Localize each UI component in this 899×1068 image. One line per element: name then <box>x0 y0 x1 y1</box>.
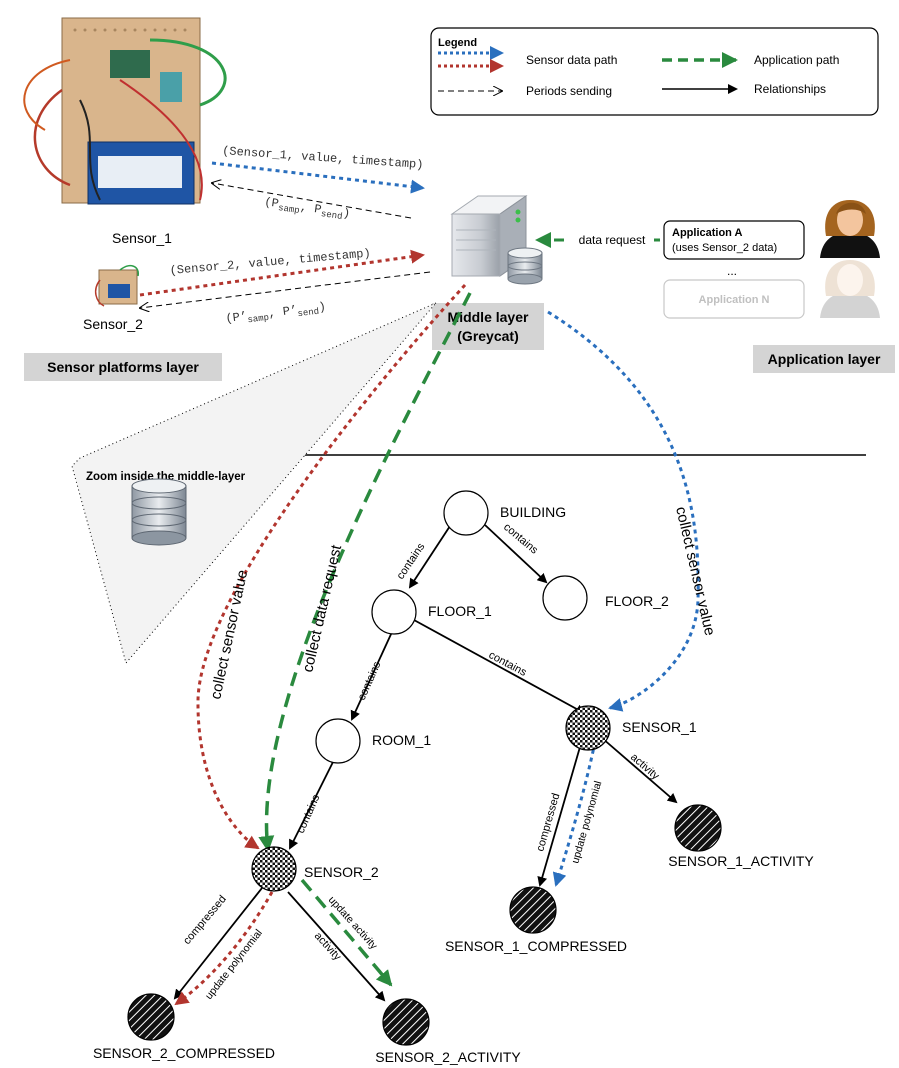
legend-sensor-data-path-label: Sensor data path <box>526 53 617 67</box>
node-building-label: BUILDING <box>500 504 566 520</box>
user-avatar-icon <box>820 200 880 258</box>
node-sensor-2-label: SENSOR_2 <box>304 864 379 880</box>
sensor-1-board-image <box>23 17 227 205</box>
edge-floor1-sensor1 <box>413 619 586 714</box>
node-sensor-1-activity-label: SENSOR_1_ACTIVITY <box>668 853 814 869</box>
sensor-1-label: Sensor_1 <box>112 230 172 246</box>
zoom-region <box>71 302 437 665</box>
edge-floor1-room1-label: contains <box>356 659 384 702</box>
application-layer-box <box>753 345 895 373</box>
collect-sensor-value-right-path <box>547 310 700 712</box>
edge-building-floor2-label: contains <box>501 521 540 557</box>
edge-sensor2-compressed <box>173 887 263 1000</box>
node-sensor-2-compressed-label: SENSOR_2_COMPRESSED <box>93 1045 275 1061</box>
node-room-1-label: ROOM_1 <box>372 732 431 748</box>
middle-layer-title: Middle layer <box>448 309 529 325</box>
zoom-label: Zoom inside the middle-layer <box>86 471 246 483</box>
application-n-box <box>663 279 805 319</box>
data-request-label: data request <box>579 233 646 247</box>
node-sensor-1-label: SENSOR_1 <box>622 719 697 735</box>
node-room-1 <box>315 718 361 764</box>
node-sensor-2-activity-label: SENSOR_2_ACTIVITY <box>375 1049 521 1065</box>
sensor-1-data-arrow <box>211 161 425 194</box>
sensor-platforms-layer-label: Sensor platforms layer <box>47 359 199 375</box>
node-sensor-1 <box>565 705 611 751</box>
node-sensor-2 <box>251 846 297 892</box>
node-sensor-2-activity <box>382 998 430 1046</box>
edge-room1-sensor2-label: contains <box>295 792 323 835</box>
application-a-box <box>663 220 805 260</box>
applications-ellipsis: ... <box>727 264 737 278</box>
legend-box <box>430 27 879 116</box>
edge-sensor2-update-activity <box>300 878 393 987</box>
application-layer-label: Application layer <box>768 351 881 367</box>
sensor-2-label: Sensor_2 <box>83 316 143 332</box>
middle-layer-subtitle: (Greycat) <box>457 328 518 344</box>
user-avatar-faded-icon <box>820 260 880 318</box>
node-floor-2 <box>542 575 588 621</box>
application-a-title: Application A <box>672 227 743 239</box>
sensor-2-board-image <box>94 265 139 307</box>
edge-sensor2-update-polynomial-label: update polynomial <box>203 927 265 1002</box>
node-sensor-1-compressed <box>509 886 557 934</box>
node-sensor-2-compressed <box>127 993 175 1041</box>
legend-title: Legend <box>438 37 477 49</box>
sensor-2-period-arrow <box>140 271 431 308</box>
edge-sensor2-activity <box>287 891 386 1002</box>
legend-relationships-label: Relationships <box>754 82 826 96</box>
collect-data-request-path <box>258 292 472 852</box>
edge-floor1-room1 <box>350 631 393 721</box>
edge-building-floor1 <box>408 525 451 589</box>
edge-building-floor2 <box>484 524 548 584</box>
edge-sensor2-activity-label: activity <box>312 930 344 963</box>
sensor-2-message-label: (Sensor_2, value, timestamp) <box>169 246 371 278</box>
node-floor-1-label: FLOOR_1 <box>428 603 492 619</box>
legend-application-path-label: Application path <box>754 53 839 67</box>
edge-room1-sensor2 <box>289 761 334 850</box>
database-icon <box>507 247 543 285</box>
node-sensor-1-activity <box>674 804 722 852</box>
middle-layer-box <box>432 303 544 350</box>
edge-sensor1-compressed <box>537 739 583 887</box>
node-building <box>443 490 489 536</box>
sensor-1-period-arrow <box>212 183 412 219</box>
node-floor-2-label: FLOOR_2 <box>605 593 669 609</box>
legend-periods-sending-label: Periods sending <box>526 84 612 98</box>
edge-sensor1-activity-label: activity <box>628 751 662 782</box>
application-n-label: Application N <box>699 294 770 306</box>
node-sensor-1-compressed-label: SENSOR_1_COMPRESSED <box>445 938 627 954</box>
application-a-subtitle: (uses Sensor_2 data) <box>672 242 777 254</box>
zoom-database-icon <box>131 478 187 546</box>
edge-sensor1-update-polynomial <box>552 741 597 887</box>
sensor-platforms-layer-box <box>24 353 222 381</box>
edge-sensor2-update-polynomial <box>174 891 274 1006</box>
edge-building-floor1-label: contains <box>395 541 428 582</box>
sensor-1-period-label: (Psamp, Psend) <box>263 195 351 223</box>
collect-data-request-label: collect data request <box>299 543 345 674</box>
edge-sensor1-activity <box>601 737 678 804</box>
sensor-2-period-label: (P’samp, P’send) <box>225 300 327 328</box>
node-floor-1 <box>371 589 417 635</box>
